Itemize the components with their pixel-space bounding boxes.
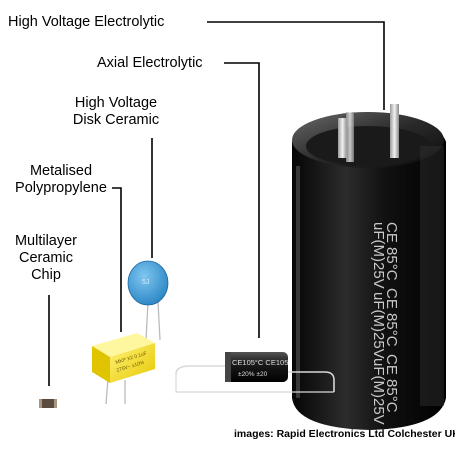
label-multilayer-line2: Ceramic: [19, 250, 73, 266]
multilayer-ceramic-chip-capacitor: [39, 399, 57, 408]
image-credit: images: Rapid Electronics Ltd Colchester…: [234, 428, 455, 440]
svg-text:uF(M)25V: uF(M)25V: [370, 358, 387, 425]
leader-lines: [48, 21, 385, 386]
label-hv-disk-line2: Disk Ceramic: [72, 112, 160, 128]
label-multilayer-line1: Multilayer: [14, 233, 78, 249]
hv-disk-ceramic-capacitor: 5J: [127, 260, 169, 341]
axial-electrolytic-capacitor: CE105°C CE105 ±20% ±20: [175, 352, 335, 393]
label-multilayer-line3: Chip: [31, 267, 61, 283]
label-metalised-polypropylene: Metalised Polypropylene: [2, 163, 120, 197]
leader-metalised-poly: [112, 187, 122, 332]
svg-text:5J: 5J: [142, 279, 149, 286]
svg-text:CE 85°C: CE 85°C: [383, 354, 400, 413]
label-multilayer-ceramic-chip: Multilayer Ceramic Chip: [3, 233, 89, 284]
hv-electrolytic-capacitor: CE 85°C uF(M)25V CE 85°C uF(M)25V CE 85°…: [292, 104, 446, 430]
label-axial-electrolytic: Axial Electrolytic: [97, 55, 203, 71]
label-hv-disk-line1: High Voltage: [74, 95, 158, 111]
metalised-polypropylene-capacitor: MKP X2 0.1uF 275V~ ±10%: [92, 333, 155, 405]
label-metalised-line1: Metalised: [29, 163, 93, 179]
leader-axial-electrolytic: [224, 62, 260, 338]
leader-hv-electrolytic: [207, 21, 385, 110]
svg-text:CE 85°C: CE 85°C: [383, 222, 400, 281]
svg-text:±20% ±20: ±20% ±20: [238, 371, 268, 378]
svg-text:CE 85°C: CE 85°C: [383, 288, 400, 347]
label-metalised-line2: Polypropylene: [15, 180, 107, 196]
label-hv-electrolytic: High Voltage Electrolytic: [8, 14, 165, 30]
svg-text:uF(M)25V: uF(M)25V: [370, 292, 387, 359]
svg-text:CE105°C CE105: CE105°C CE105: [232, 358, 288, 367]
svg-text:uF(M)25V: uF(M)25V: [370, 222, 387, 289]
label-hv-disk-ceramic: High Voltage Disk Ceramic: [64, 95, 168, 129]
